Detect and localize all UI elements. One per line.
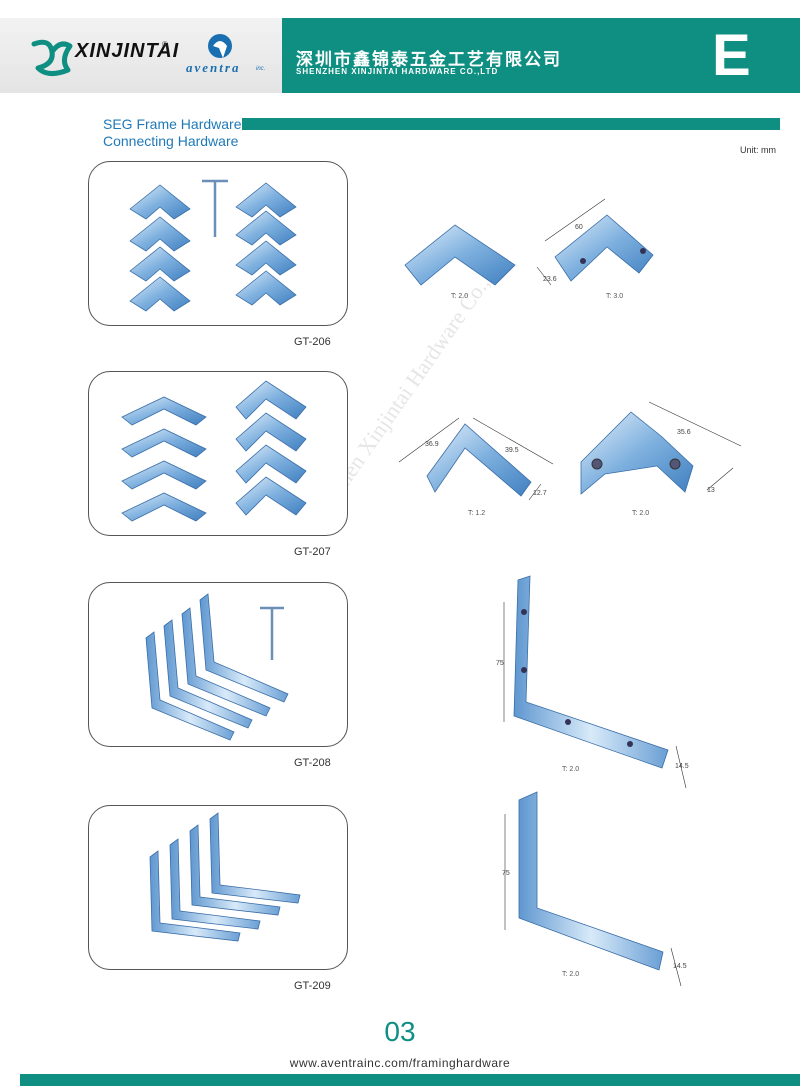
dimension-label: 75: [502, 870, 510, 877]
dimension-label: 75: [496, 660, 504, 667]
company-name-en: SHENZHEN XINJINTAI HARDWARE CO.,LTD: [296, 67, 499, 76]
brand-aventra: aventra: [186, 60, 241, 75]
footer-url[interactable]: www.aventrainc.com/framinghardware: [289, 1056, 511, 1070]
dimension-label: 12.7: [533, 490, 547, 497]
aventra-logo-icon: [208, 34, 232, 58]
dimension-label: 39.5: [505, 447, 519, 454]
dimension-label: 14.5: [673, 963, 687, 970]
dimension-label: 60: [575, 224, 583, 231]
dimension-label: 36.9: [425, 441, 439, 448]
product-code: GT-207: [294, 546, 331, 558]
section-letter: E: [712, 23, 751, 88]
footer-bar: [20, 1074, 800, 1086]
product-code: GT-208: [294, 757, 331, 769]
thickness-label: T: 2.0: [451, 293, 469, 300]
page-number: 03: [384, 1016, 416, 1047]
gt208-photo: [145, 593, 289, 741]
header-logo-area: [0, 18, 282, 93]
product-code: GT-206: [294, 336, 331, 348]
product-photo-box: [88, 161, 348, 326]
dimension-label: 35.6: [677, 429, 691, 436]
section-title-line2: Connecting Hardware: [103, 133, 239, 149]
gt208-drawing: [503, 575, 687, 789]
thickness-label: T: 1.2: [468, 510, 486, 517]
gt209-photo: [149, 812, 301, 942]
header-bar: [282, 18, 800, 93]
unit-label: Unit: mm: [740, 145, 776, 155]
company-name-cn: 深圳市鑫锦泰五金工艺有限公司: [296, 50, 562, 70]
product-code: GT-209: [294, 980, 331, 992]
dimension-label: 13: [707, 487, 715, 494]
registered-mark: ®: [162, 40, 168, 49]
dimension-label: 23.6: [543, 276, 557, 283]
brand-aventra-suffix: inc.: [256, 66, 266, 72]
brand-xinjintai: XINJINTAI: [75, 40, 180, 62]
title-rule: [242, 118, 780, 130]
gt206-photo: [129, 179, 297, 312]
section-title-line1: SEG Frame Hardware: [103, 116, 242, 132]
gt209-drawing: [504, 791, 682, 987]
thickness-label: T: 2.0: [562, 971, 580, 978]
thickness-label: T: 2.0: [632, 510, 650, 517]
thickness-label: T: 2.0: [562, 766, 580, 773]
gt206-drawings: [404, 198, 654, 286]
dimension-label: 14.5: [675, 763, 689, 770]
thickness-label: T: 3.0: [606, 293, 624, 300]
gt207-drawings: [398, 401, 742, 501]
xinjintai-logo-icon: [31, 39, 73, 76]
gt207-photo: [121, 380, 307, 522]
